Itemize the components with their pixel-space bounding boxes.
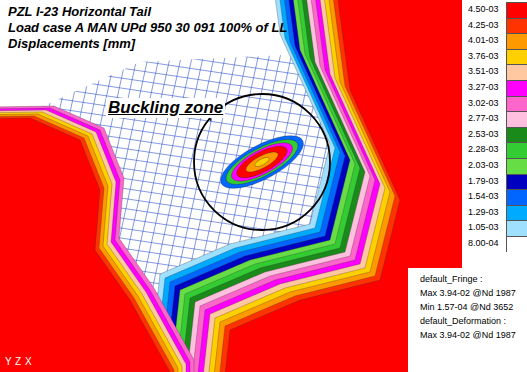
legend-swatch: [506, 127, 527, 143]
legend-value: 4.50-03: [468, 2, 499, 18]
legend-row: 3.02-03: [462, 96, 527, 112]
legend-value: 2.28-03: [468, 142, 499, 158]
buckling-ring: [220, 131, 304, 193]
fringe-legend: 4.50-034.25-034.01-033.76-033.51-033.27-…: [462, 2, 527, 252]
legend-row: 3.51-03: [462, 64, 527, 80]
buckling-ring: [233, 140, 292, 184]
legend-row: 2.77-03: [462, 111, 527, 127]
legend-value: 2.53-03: [468, 127, 499, 143]
buckling-ring: [226, 135, 297, 188]
legend-row: 3.27-03: [462, 80, 527, 96]
legend-row: 1.05-03: [462, 220, 527, 236]
buckling-spot: [213, 125, 310, 198]
legend-swatch: [506, 236, 527, 252]
legend-row: 4.25-03: [462, 18, 527, 34]
axis-label: X: [25, 356, 32, 368]
legend-swatch: [506, 18, 527, 34]
plot-units: Displacements [mm]: [8, 37, 135, 52]
legend-swatch: [506, 174, 527, 190]
legend-value: 2.03-03: [468, 158, 499, 174]
legend-value: 1.79-03: [468, 174, 499, 190]
legend-value: 2.77-03: [468, 111, 499, 127]
legend-value: 3.27-03: [468, 80, 499, 96]
fringe-band: [200, 0, 527, 372]
leader-line: [209, 119, 211, 121]
plot-subtitle: Load case A MAN UPd 950 30 091 100% of L…: [8, 21, 287, 36]
legend-swatch: [506, 2, 527, 18]
buckling-ring: [254, 156, 271, 169]
legend-swatch: [506, 49, 527, 65]
legend-row: 2.03-03: [462, 158, 527, 174]
legend-value: 3.76-03: [468, 49, 499, 65]
result-note: Max 3.94-02 @Nd 1987: [420, 330, 516, 340]
buckling-ring: [243, 148, 280, 175]
legend-value: 4.25-03: [468, 18, 499, 34]
result-note: Min 1.57-04 @Nd 3652: [420, 302, 513, 312]
legend-swatch: [506, 33, 527, 49]
legend-row: 2.53-03: [462, 127, 527, 143]
legend-swatch: [506, 220, 527, 236]
legend-row: 8.00-04: [462, 236, 527, 252]
zone-label: Buckling zone: [106, 98, 225, 118]
legend-row: 4.50-03: [462, 2, 527, 18]
legend-value: 1.54-03: [468, 189, 499, 205]
legend-swatch: [506, 64, 527, 80]
legend-row: 1.54-03: [462, 189, 527, 205]
legend-value: 4.01-03: [468, 33, 499, 49]
result-note: default_Fringe :: [420, 274, 483, 284]
legend-swatch: [506, 158, 527, 174]
legend-swatch: [506, 111, 527, 127]
legend-swatch: [506, 189, 527, 205]
axis-label: Y: [5, 356, 12, 368]
legend-value: 3.02-03: [468, 96, 499, 112]
legend-swatch: [506, 142, 527, 158]
legend-row: 3.76-03: [462, 49, 527, 65]
buckling-ring: [213, 125, 310, 198]
legend-swatch: [506, 80, 527, 96]
legend-row: 4.01-03: [462, 33, 527, 49]
right-fringe: [130, 0, 527, 372]
result-note: default_Deformation :: [420, 316, 506, 326]
legend-value: 3.51-03: [468, 64, 499, 80]
legend-row: 1.79-03: [462, 174, 527, 190]
plot-title: PZL I-23 Horizontal Tail: [8, 5, 151, 20]
legend-value: 1.05-03: [468, 220, 499, 236]
legend-swatch: [506, 96, 527, 112]
legend-value: 8.00-04: [468, 236, 499, 252]
legend-swatch: [506, 205, 527, 221]
left-fringe: [0, 106, 194, 372]
fringe-band: [0, 118, 170, 372]
result-note: Max 3.94-02 @Nd 1987: [420, 288, 516, 298]
axis-label: Z: [15, 356, 21, 368]
legend-row: 1.29-03: [462, 205, 527, 221]
legend-value: 1.29-03: [468, 205, 499, 221]
legend-row: 2.28-03: [462, 142, 527, 158]
